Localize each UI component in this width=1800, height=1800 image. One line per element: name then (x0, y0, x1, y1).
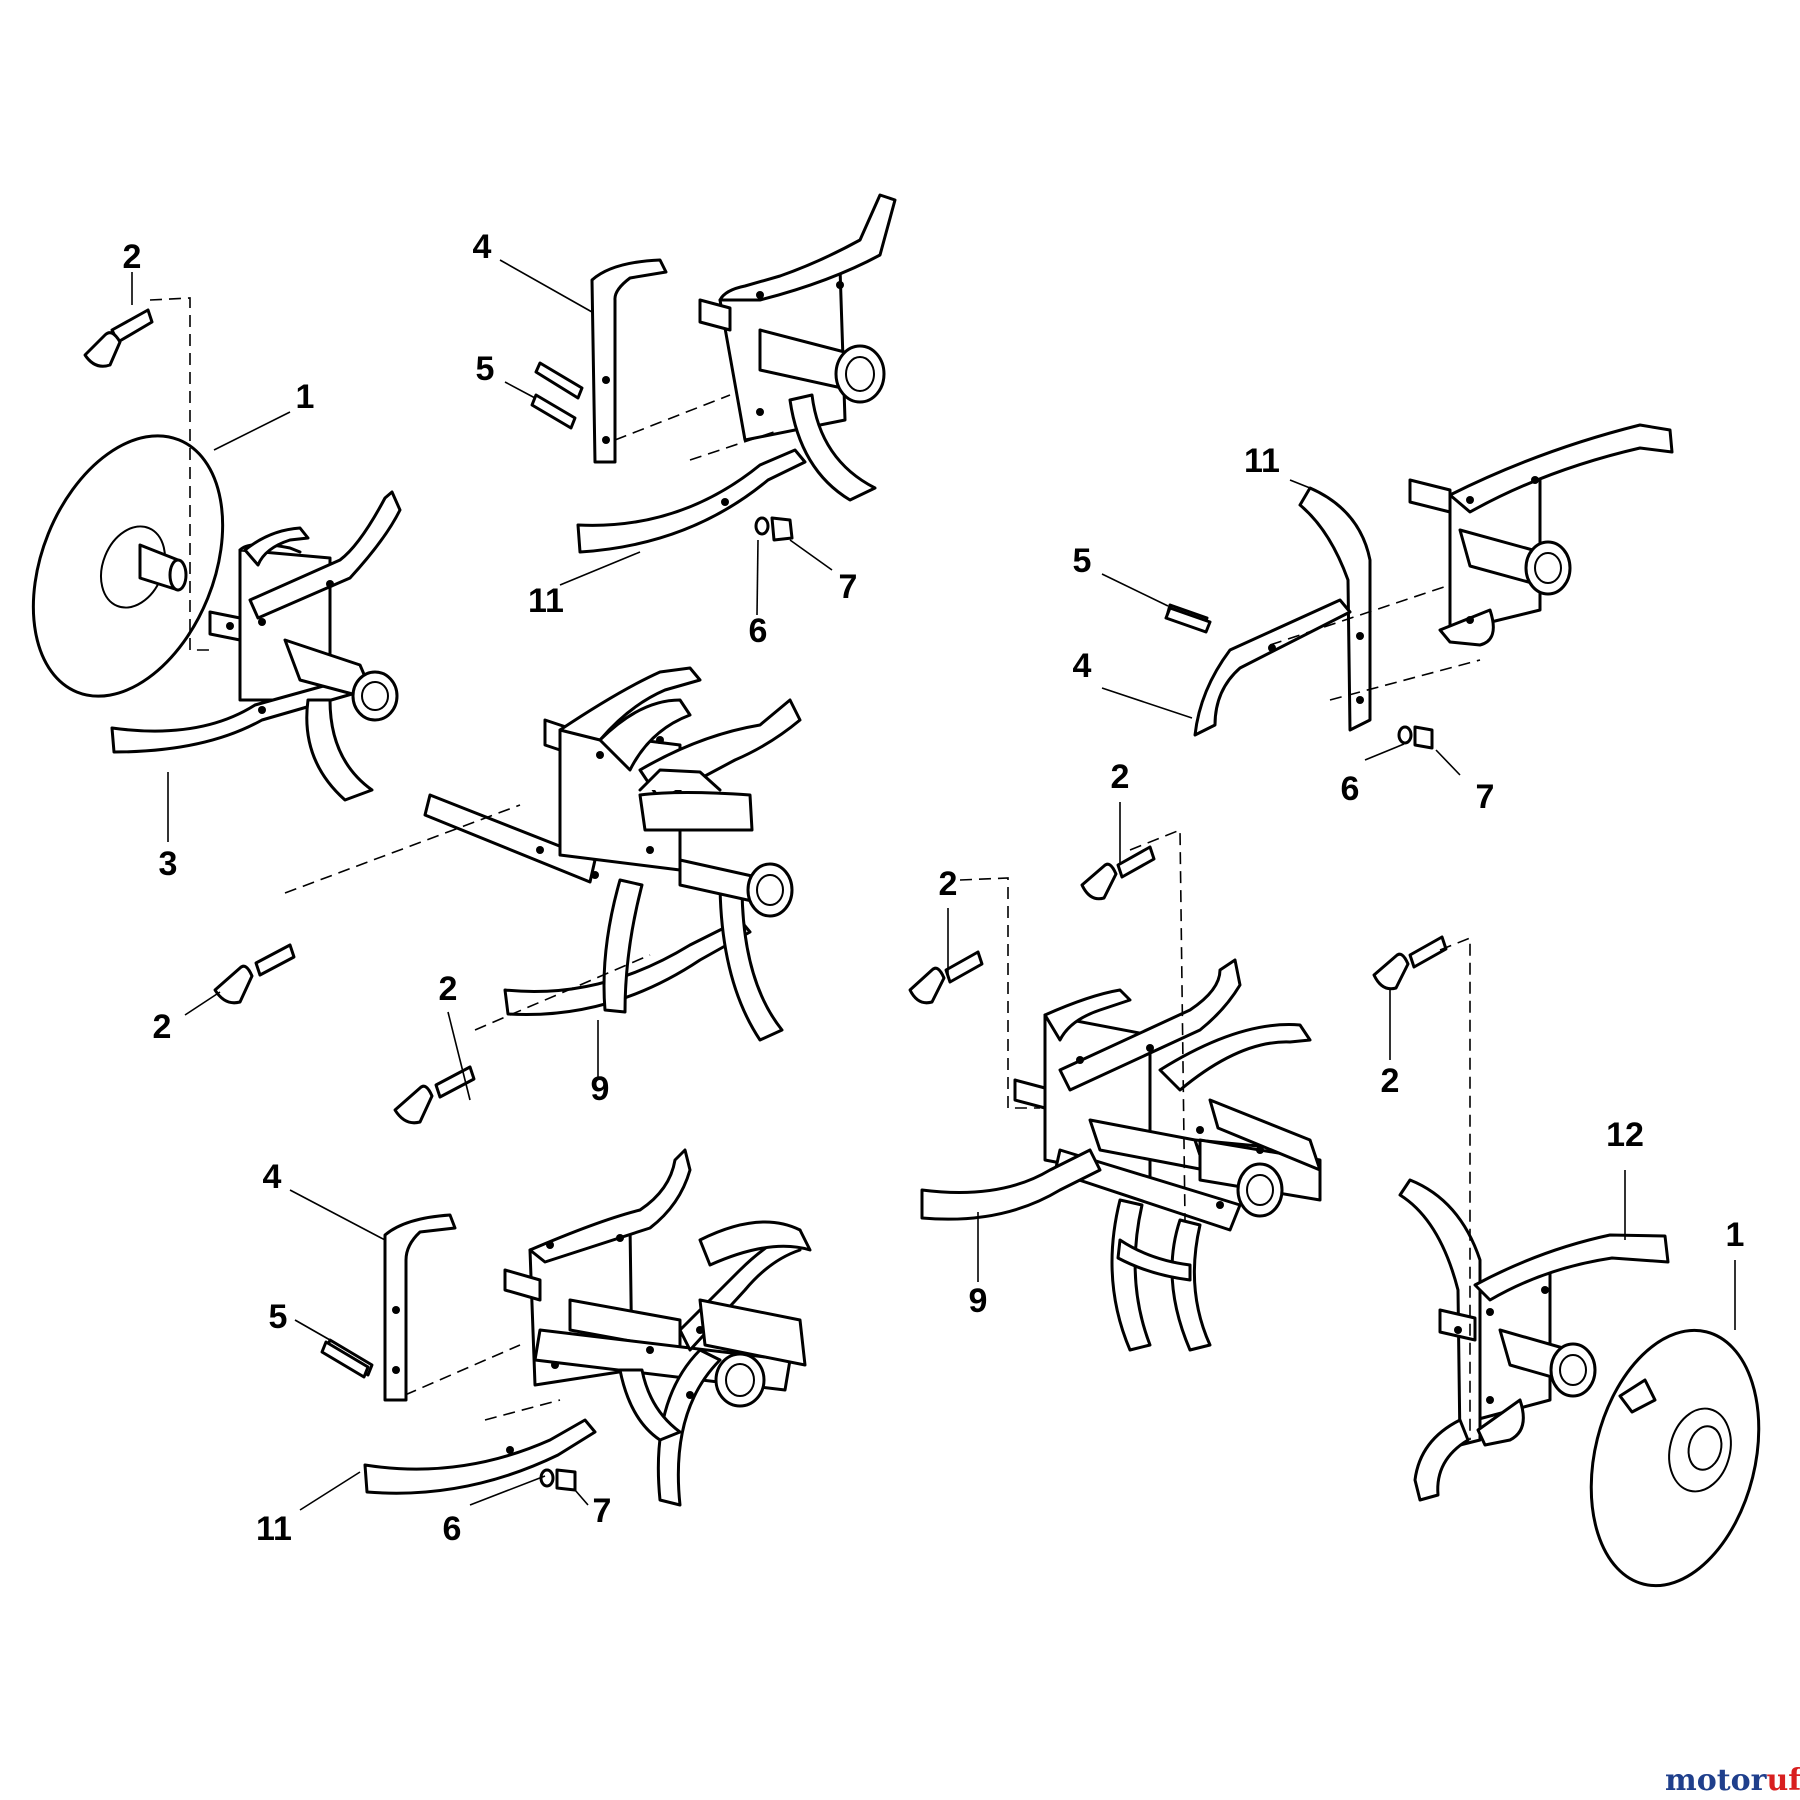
right-upper-tine-assembly (1165, 423, 1674, 750)
callout-label: 6 (1341, 770, 1360, 808)
callout-label: 12 (1606, 1116, 1644, 1154)
side-disc-left (31, 434, 225, 698)
callout-label: 4 (263, 1158, 282, 1196)
callout-label: 11 (256, 1510, 292, 1548)
bolt (320, 1340, 370, 1379)
callout-label: 3 (159, 845, 178, 883)
watermark-text-motor: motor (1665, 1763, 1768, 1798)
callout-label: 2 (439, 970, 458, 1008)
linch-pin (213, 943, 296, 1005)
center-tine-assembly-9-right (920, 958, 1322, 1352)
callout-label: 2 (939, 865, 958, 903)
callout-label: 6 (443, 1510, 462, 1548)
callout-label: 1 (1726, 1216, 1745, 1254)
callout-label: 5 (1073, 542, 1092, 580)
callout-label: 4 (1073, 647, 1092, 685)
linch-pin (1080, 845, 1156, 901)
center-tine-assembly-9-left (423, 666, 802, 1042)
callout-label: 2 (1381, 1062, 1400, 1100)
callout-label: 11 (1244, 442, 1280, 480)
linch-pin (393, 1065, 476, 1125)
callout-label: 7 (1476, 778, 1495, 816)
callout-label: 7 (839, 568, 858, 606)
linch-pin (83, 308, 154, 368)
side-disc-right (1589, 1328, 1761, 1588)
bolt (530, 393, 577, 430)
callout-label: 6 (749, 612, 768, 650)
bolt (1164, 606, 1212, 634)
callout-label: 2 (1111, 758, 1130, 796)
callout-label: 5 (269, 1298, 288, 1336)
top-center-tine-assembly (534, 193, 897, 554)
callout-label: 1 (296, 378, 315, 416)
callout-label: 11 (528, 582, 564, 620)
callout-label: 9 (591, 1070, 610, 1108)
outer-tine-assembly-right (1398, 1178, 1670, 1502)
assembly-lines (149, 297, 1481, 1440)
linch-pin (1372, 935, 1448, 991)
callout-label: 9 (969, 1282, 988, 1320)
callout-label: 4 (473, 228, 492, 266)
watermark-logo: motoruf.de (1665, 1763, 1800, 1798)
callout-label: 2 (123, 238, 142, 276)
callout-label: 2 (153, 1008, 172, 1046)
outer-tine-assembly-left (110, 490, 402, 802)
leader-lines (131, 259, 1736, 1511)
callout-labels: 2 1 3 4 5 11 6 7 11 5 4 6 7 2 2 9 2 2 2 … (123, 228, 1745, 1548)
callout-label: 5 (476, 350, 495, 388)
linch-pin (908, 950, 984, 1005)
watermark-text-uf: uf (1766, 1763, 1800, 1798)
callout-label: 7 (593, 1492, 612, 1530)
bottom-left-tine-assembly (324, 1148, 812, 1507)
